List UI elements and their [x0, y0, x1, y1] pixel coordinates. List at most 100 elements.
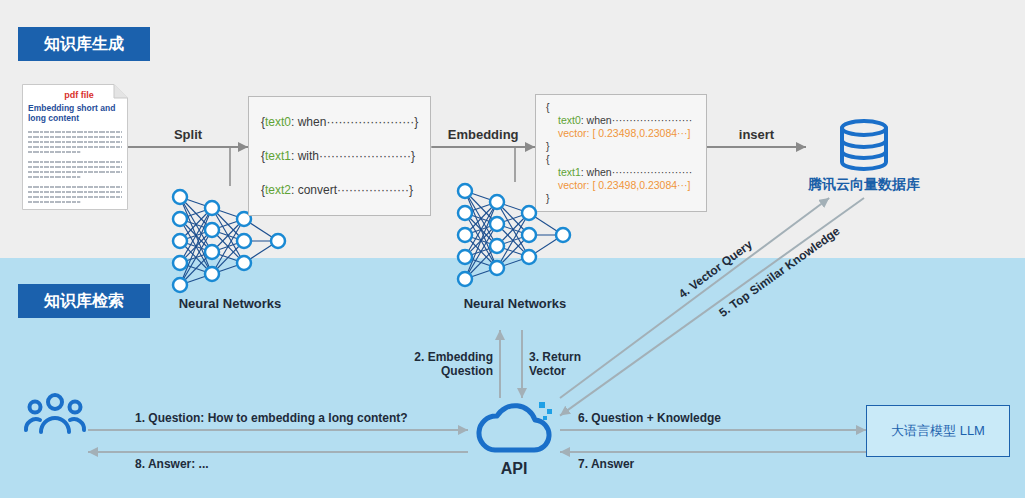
node-text: vector: [ 0.23498,0.23084···] [546, 127, 696, 140]
neuron [458, 206, 472, 220]
flow-arrow [499, 330, 501, 398]
person [48, 395, 62, 409]
node-text: 知识库检索 [44, 291, 124, 312]
users-icon [22, 390, 88, 456]
neuron [173, 212, 187, 226]
flow-arrow [560, 198, 864, 416]
edge-label: Embedding [448, 127, 519, 142]
db-top [842, 121, 886, 135]
neuron [173, 234, 187, 248]
generation-band [0, 0, 1025, 258]
neuron [522, 228, 536, 242]
flow-arrow [560, 429, 866, 431]
network-icon [455, 180, 575, 290]
node-text: {text0: when······················} [261, 115, 418, 129]
edge-label: 3. Return Vector [529, 350, 593, 378]
neuron [522, 250, 536, 264]
neural-network: Neural Networks [452, 180, 578, 330]
llm-box: 大语言模型 LLM [866, 405, 1010, 457]
pixel [539, 402, 545, 408]
db-ring [842, 151, 886, 158]
retrieval-band [0, 258, 1025, 498]
vector-database: 腾讯云向量数据库 [806, 118, 922, 198]
neuron [556, 228, 570, 242]
body-text-line [28, 196, 122, 197]
neuron [490, 195, 504, 209]
neuron [173, 256, 187, 270]
body-text-line [28, 131, 122, 132]
pdf-page [22, 84, 128, 210]
body-text-line [28, 161, 122, 162]
cloud-outline [479, 406, 549, 450]
person [30, 402, 41, 413]
node-text: pdf file [64, 90, 94, 100]
neuron [205, 223, 219, 237]
text-chunks-box: {text0: when······················} {text… [248, 96, 431, 216]
network-label: Neural Networks [179, 296, 282, 311]
neuron [173, 278, 187, 292]
neuron [490, 261, 504, 275]
node-text: { [546, 101, 696, 114]
pdf-document: pdf fileEmbedding short and long content [22, 84, 128, 210]
neuron [237, 234, 251, 248]
flow-arrow [560, 451, 866, 453]
body-text-line [28, 191, 122, 192]
cloud-icon [473, 398, 555, 456]
neuron [490, 217, 504, 231]
api-cloud: API [468, 398, 560, 486]
person [26, 419, 40, 430]
pixel [543, 416, 547, 420]
node-text: API [501, 460, 528, 478]
leader-line [514, 147, 516, 182]
node-text: {text2: convert··················} [261, 183, 418, 197]
neuron [237, 256, 251, 270]
flow-arrow [707, 146, 806, 148]
node-text: text0: when······················· [546, 114, 696, 127]
section-badge: 知识库检索 [18, 284, 150, 318]
neuron [173, 190, 187, 204]
page-outline [23, 85, 128, 210]
neuron [205, 201, 219, 215]
network-links [465, 191, 563, 279]
db-body [842, 128, 886, 169]
node-text: Embedding short and long content [28, 104, 120, 124]
edge-label: insert [739, 127, 774, 142]
node-text: text1: when······················· [546, 166, 696, 179]
node-text: vector: [ 0.23498,0.23084···] [546, 179, 696, 192]
neuron [490, 239, 504, 253]
leader-line [229, 147, 231, 186]
db-ring [842, 140, 886, 147]
neuron [205, 245, 219, 259]
flow-arrow [88, 451, 468, 453]
person [41, 418, 69, 432]
database-icon [836, 118, 892, 172]
node-text: 知识库生成 [44, 34, 124, 55]
body-text-line [28, 141, 122, 142]
node-text: } [546, 192, 696, 205]
node-text: } [546, 140, 696, 153]
neuron [522, 206, 536, 220]
neuron [458, 272, 472, 286]
vector-json-box: {text0: when·······················vecto… [535, 94, 707, 212]
flow-arrow [88, 429, 468, 431]
section-badge: 知识库生成 [18, 27, 150, 61]
node-text: {text1: with·······················} [261, 149, 418, 163]
neuron [458, 250, 472, 264]
edge-label: 1. Question: How to embedding a long con… [135, 411, 408, 425]
body-text-line [28, 201, 80, 202]
neuron [271, 234, 285, 248]
users-icon [23, 390, 87, 438]
body-text-line [28, 186, 122, 187]
body-text-line [28, 146, 122, 147]
person [70, 402, 81, 413]
person [70, 419, 84, 430]
neuron [205, 267, 219, 281]
edge-label: 2. Embedding Question [405, 350, 493, 378]
flow-arrow [128, 146, 248, 148]
neuron [458, 228, 472, 242]
edge-label: 6. Question + Knowledge [578, 411, 721, 425]
page-fold [114, 85, 128, 99]
node-text: Neural Networks [464, 296, 567, 311]
body-text-line [28, 166, 122, 167]
body-text-line [28, 136, 122, 137]
